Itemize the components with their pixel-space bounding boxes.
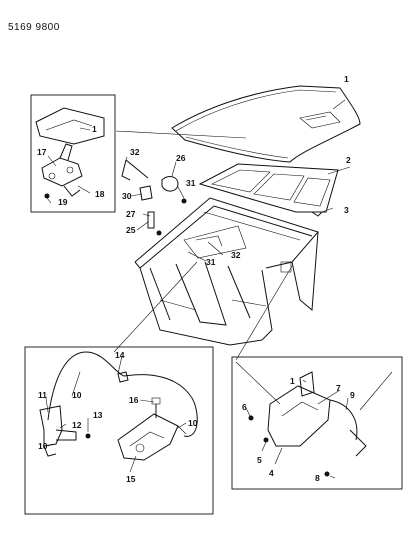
inset-leader-lines: [45, 99, 351, 479]
callout-7: 7: [336, 383, 341, 393]
callout-1: 1: [344, 74, 349, 84]
callout-1-hinge: 1: [92, 124, 97, 134]
callout-32: 32: [130, 147, 140, 157]
callout-10b: 10: [38, 441, 48, 451]
callout-labels: 1 2 3 32 26 31 30 27 25 31 32 1 17 18 19…: [37, 74, 355, 484]
callout-26: 27: [126, 209, 136, 219]
callout-10a: 10: [72, 390, 82, 400]
callout-2: 2: [346, 155, 351, 165]
callout-24: 25: [126, 225, 136, 235]
callout-11: 11: [38, 390, 47, 400]
callout-4: 4: [269, 468, 274, 478]
part-code: 5169 9800: [8, 22, 60, 33]
callout-1-bracket: 1: [290, 376, 295, 386]
callout-13: 13: [93, 410, 103, 420]
callout-32b: 32: [231, 250, 241, 260]
callout-31: 31: [186, 178, 196, 188]
callout-17: 17: [37, 147, 47, 157]
callout-16: 16: [129, 395, 139, 405]
radiator-support-frame: [134, 197, 319, 346]
callout-27: 30: [122, 191, 132, 201]
callout-25: 26: [176, 153, 186, 163]
callout-10c: 10: [188, 418, 198, 428]
callout-30: 31: [206, 257, 216, 267]
hood-panel: [171, 85, 361, 163]
hood-prop-rod: [121, 159, 187, 236]
callout-12: 12: [72, 420, 82, 430]
callout-14: 14: [115, 350, 125, 360]
callout-6: 6: [242, 402, 247, 412]
callout-9: 9: [350, 390, 355, 400]
callout-8: 8: [315, 473, 320, 483]
hood-latch-release-inset: [24, 346, 214, 515]
callout-19: 19: [58, 197, 68, 207]
callout-18: 18: [95, 189, 105, 199]
callout-15: 15: [126, 474, 136, 484]
callout-3: 3: [344, 205, 349, 215]
hood-hinge-bracket-inset: [231, 356, 403, 490]
callout-5: 5: [257, 455, 262, 465]
hood-insulator-pad: [198, 163, 339, 217]
hood-hinge-inset: [30, 94, 116, 213]
